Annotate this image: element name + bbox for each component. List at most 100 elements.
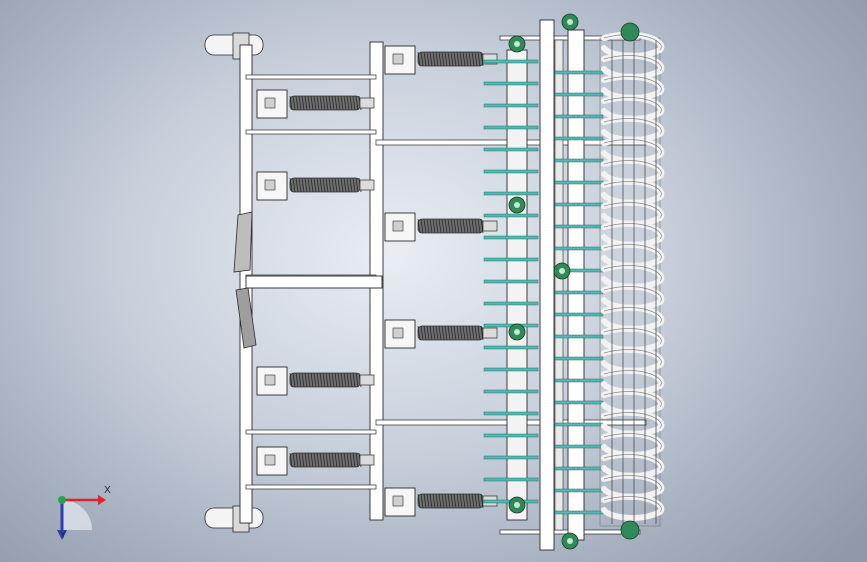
spring-winding [325,452,329,468]
disc-frame-left [539,19,555,551]
spring-winding [307,95,311,111]
spring-winding [417,218,421,234]
roller-coil-edge [603,118,662,135]
spring-winding [474,51,478,67]
x-axis-arrowhead [98,495,106,505]
spring-winding [337,372,341,388]
disc-blade [554,180,604,185]
spring-winding [432,325,436,341]
disc-blade [483,59,539,64]
roller-coil-edge [603,475,662,492]
spring-winding [337,452,341,468]
spring-winding [453,51,457,67]
spring-winding [426,325,430,341]
disc-blade [554,510,604,515]
disc-blade [483,169,539,174]
spring-winding [295,95,299,111]
spring-winding [298,95,302,111]
spring-winding [441,493,445,509]
roller-coil-edge [603,160,662,177]
disc-blade [554,466,604,471]
disc-blade [483,301,539,306]
spring-winding [352,372,356,388]
spring-winding [429,51,433,67]
spring-winding [328,95,332,111]
spring-winding [474,493,478,509]
disc-blade [483,279,539,284]
spring-winding [331,452,335,468]
spring-winding [346,372,350,388]
spring-winding [474,218,478,234]
spring-winding [334,372,338,388]
spring-cap [359,179,375,191]
spring-winding [289,177,293,193]
disc-blade [483,411,539,416]
spring-winding [310,177,314,193]
tine-bolt [392,220,404,232]
spring-cap [359,374,375,386]
spring-winding [340,372,344,388]
disc-blade [483,235,539,240]
roller-bearing [620,22,640,42]
spring-winding [423,325,427,341]
disc-blade [554,136,604,141]
spring-winding [447,218,451,234]
spring-winding [307,372,311,388]
spring-winding [456,325,460,341]
spring-winding [420,325,424,341]
disc-blade [554,158,604,163]
disc-blade [554,312,604,317]
bearing-center [514,502,520,508]
spring-winding [423,51,427,67]
spring-winding [444,325,448,341]
roller-coil-edge [603,496,662,513]
disc-blade [483,389,539,394]
disc-blade [554,422,604,427]
tine-bolt [264,374,276,386]
spring-winding [355,95,359,111]
spring-winding [420,218,424,234]
disc-blade [554,224,604,229]
spring-winding [444,218,448,234]
roller-coil-edge [603,349,662,366]
spring-winding [468,325,472,341]
spring-winding [459,218,463,234]
spring-winding [477,325,481,341]
roller-coil-edge [603,139,662,156]
spring-winding [468,493,472,509]
spring-winding [343,452,347,468]
disc-blade [554,378,604,383]
spring-winding [417,51,421,67]
spring-winding [319,95,323,111]
disc-blade [483,103,539,108]
spring-winding [328,452,332,468]
spring-winding [450,218,454,234]
spring-winding [304,95,308,111]
tine-bolt [264,454,276,466]
spring-winding [301,177,305,193]
spring-winding [423,493,427,509]
disc-blade [483,191,539,196]
spring-winding [295,372,299,388]
spring-winding [295,452,299,468]
tine-bolt [264,179,276,191]
spring-winding [462,51,466,67]
spring-winding [337,95,341,111]
spring-winding [355,372,359,388]
disc-frame-mid [554,39,564,531]
spring-winding [313,372,317,388]
z-axis-dot [58,496,66,504]
spring-winding [459,325,463,341]
spring-winding [322,95,326,111]
spring-winding [313,95,317,111]
spring-winding [447,325,451,341]
spring-winding [304,452,308,468]
spring-winding [459,493,463,509]
roller-coil-edge [603,391,662,408]
spring-cap [359,97,375,109]
spring-winding [474,325,478,341]
disc-blade [554,334,604,339]
spring-winding [429,493,433,509]
